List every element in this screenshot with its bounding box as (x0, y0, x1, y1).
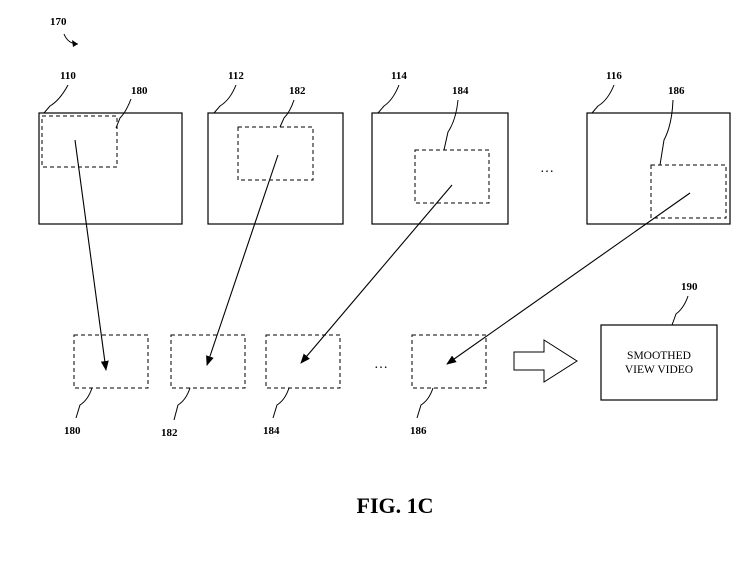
arrow-182 (206, 154, 279, 366)
frame-114-leader (377, 84, 400, 114)
crop-184: 184 (263, 334, 341, 437)
block-arrow-icon (513, 339, 578, 383)
crops-ellipsis: … (374, 357, 388, 372)
crop-186-rect (411, 334, 487, 389)
crop-180-leader-top (115, 98, 132, 129)
frame-114: 114 184 (371, 70, 509, 225)
ref-170-leader (63, 33, 79, 45)
crop-184-leader-top (443, 99, 459, 151)
crop-184-label: 184 (263, 425, 280, 437)
smoothed-line-2: VIEW VIDEO (625, 364, 693, 376)
output-190-label: 190 (681, 281, 698, 293)
frame-116-leader (591, 84, 615, 114)
frame-116: 116 186 (586, 70, 731, 225)
crop-184-label-top: 184 (452, 85, 469, 97)
crop-186-leader-top (659, 99, 674, 166)
crop-region-180 (41, 115, 118, 168)
frame-116-rect (586, 112, 731, 225)
frame-112-leader (213, 84, 237, 114)
arrow-180 (74, 139, 109, 371)
smoothed-view-video-box (600, 324, 718, 401)
crop-region-182 (237, 126, 314, 181)
crop-180-label-top: 180 (131, 85, 148, 97)
crop-region-186 (650, 164, 727, 219)
crop-184-rect (265, 334, 341, 389)
frame-112-label: 112 (228, 70, 244, 82)
arrow-184 (300, 184, 453, 364)
crop-182-rect (170, 334, 246, 389)
ref-170-arrowhead (72, 40, 78, 47)
smoothed-view-video: SMOOTHED VIEW VIDEO 190 (600, 281, 718, 401)
crop-186: 186 (410, 334, 487, 437)
frame-112: 112 182 (207, 70, 344, 225)
crop-180: 180 (64, 334, 149, 437)
ref-170-label: 170 (50, 16, 67, 28)
frame-110-label: 110 (60, 70, 76, 82)
output-190-leader (671, 295, 689, 326)
crop-182: 182 (161, 334, 246, 439)
frame-110-leader (43, 84, 69, 114)
crop-180-label: 180 (64, 425, 81, 437)
frame-110: 110 180 (38, 70, 183, 225)
crop-184-leader (272, 387, 290, 419)
crop-180-rect (73, 334, 149, 389)
smoothed-line-1: SMOOTHED (627, 350, 691, 362)
frames-ellipsis: … (540, 161, 554, 176)
arrow-186 (446, 192, 691, 365)
crop-186-label: 186 (410, 425, 427, 437)
crop-186-label-top: 186 (668, 85, 685, 97)
crop-182-leader-top (279, 99, 295, 128)
crop-182-label: 182 (161, 427, 178, 439)
crop-186-leader (416, 387, 434, 419)
crop-180-leader (75, 387, 93, 419)
frame-114-rect (371, 112, 509, 225)
figure-caption: FIG. 1C (357, 493, 434, 518)
frame-112-rect (207, 112, 344, 225)
crop-182-label-top: 182 (289, 85, 306, 97)
frame-110-rect (38, 112, 183, 225)
crop-region-184 (414, 149, 490, 204)
frame-114-label: 114 (391, 70, 407, 82)
frame-116-label: 116 (606, 70, 622, 82)
crop-182-leader (173, 387, 191, 421)
